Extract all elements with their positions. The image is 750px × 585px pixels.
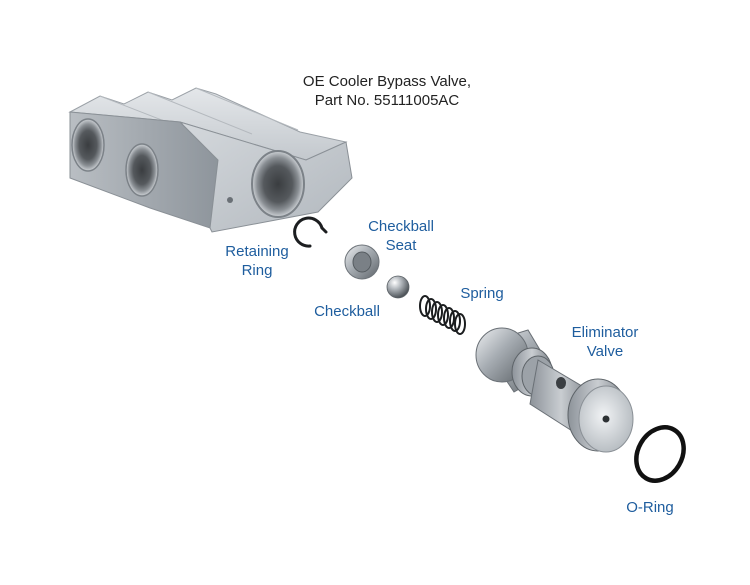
port-hole-middle (125, 143, 159, 197)
label-checkball-seat: Checkball Seat (356, 217, 446, 255)
label-checkball-seat-line-2: Seat (385, 237, 417, 254)
valve-side-port (556, 377, 566, 389)
label-eliminator-valve-line-2: Valve (586, 343, 624, 360)
o-ring (634, 425, 686, 483)
bypass-bore (251, 150, 305, 218)
label-o-ring: O-Ring (626, 499, 674, 516)
label-checkball: Checkball (314, 303, 380, 320)
label-eliminator-valve: Eliminator Valve (557, 323, 653, 361)
label-retaining-ring: Retaining Ring (212, 242, 302, 280)
checkball-seat (344, 244, 380, 280)
label-retaining-ring-line-2: Ring (241, 262, 273, 279)
label-spring: Spring (460, 285, 504, 302)
title-line-1: OE Cooler Bypass Valve, (302, 73, 472, 90)
checkball (386, 275, 410, 299)
label-eliminator-valve-line-1: Eliminator (571, 324, 639, 341)
spring (419, 295, 466, 335)
port-hole-left (71, 118, 105, 172)
eliminator-valve (475, 327, 634, 453)
diagram-title: OE Cooler Bypass Valve, Part No. 5511100… (282, 72, 492, 110)
label-checkball-seat-line-1: Checkball (368, 218, 434, 235)
pin-hole (227, 197, 233, 203)
valve-body-block (68, 87, 353, 233)
label-retaining-ring-line-1: Retaining (225, 243, 289, 260)
valve-orifice (602, 415, 610, 423)
title-line-2: Part No. 55111005AC (314, 92, 460, 109)
retaining-ring (293, 216, 324, 248)
